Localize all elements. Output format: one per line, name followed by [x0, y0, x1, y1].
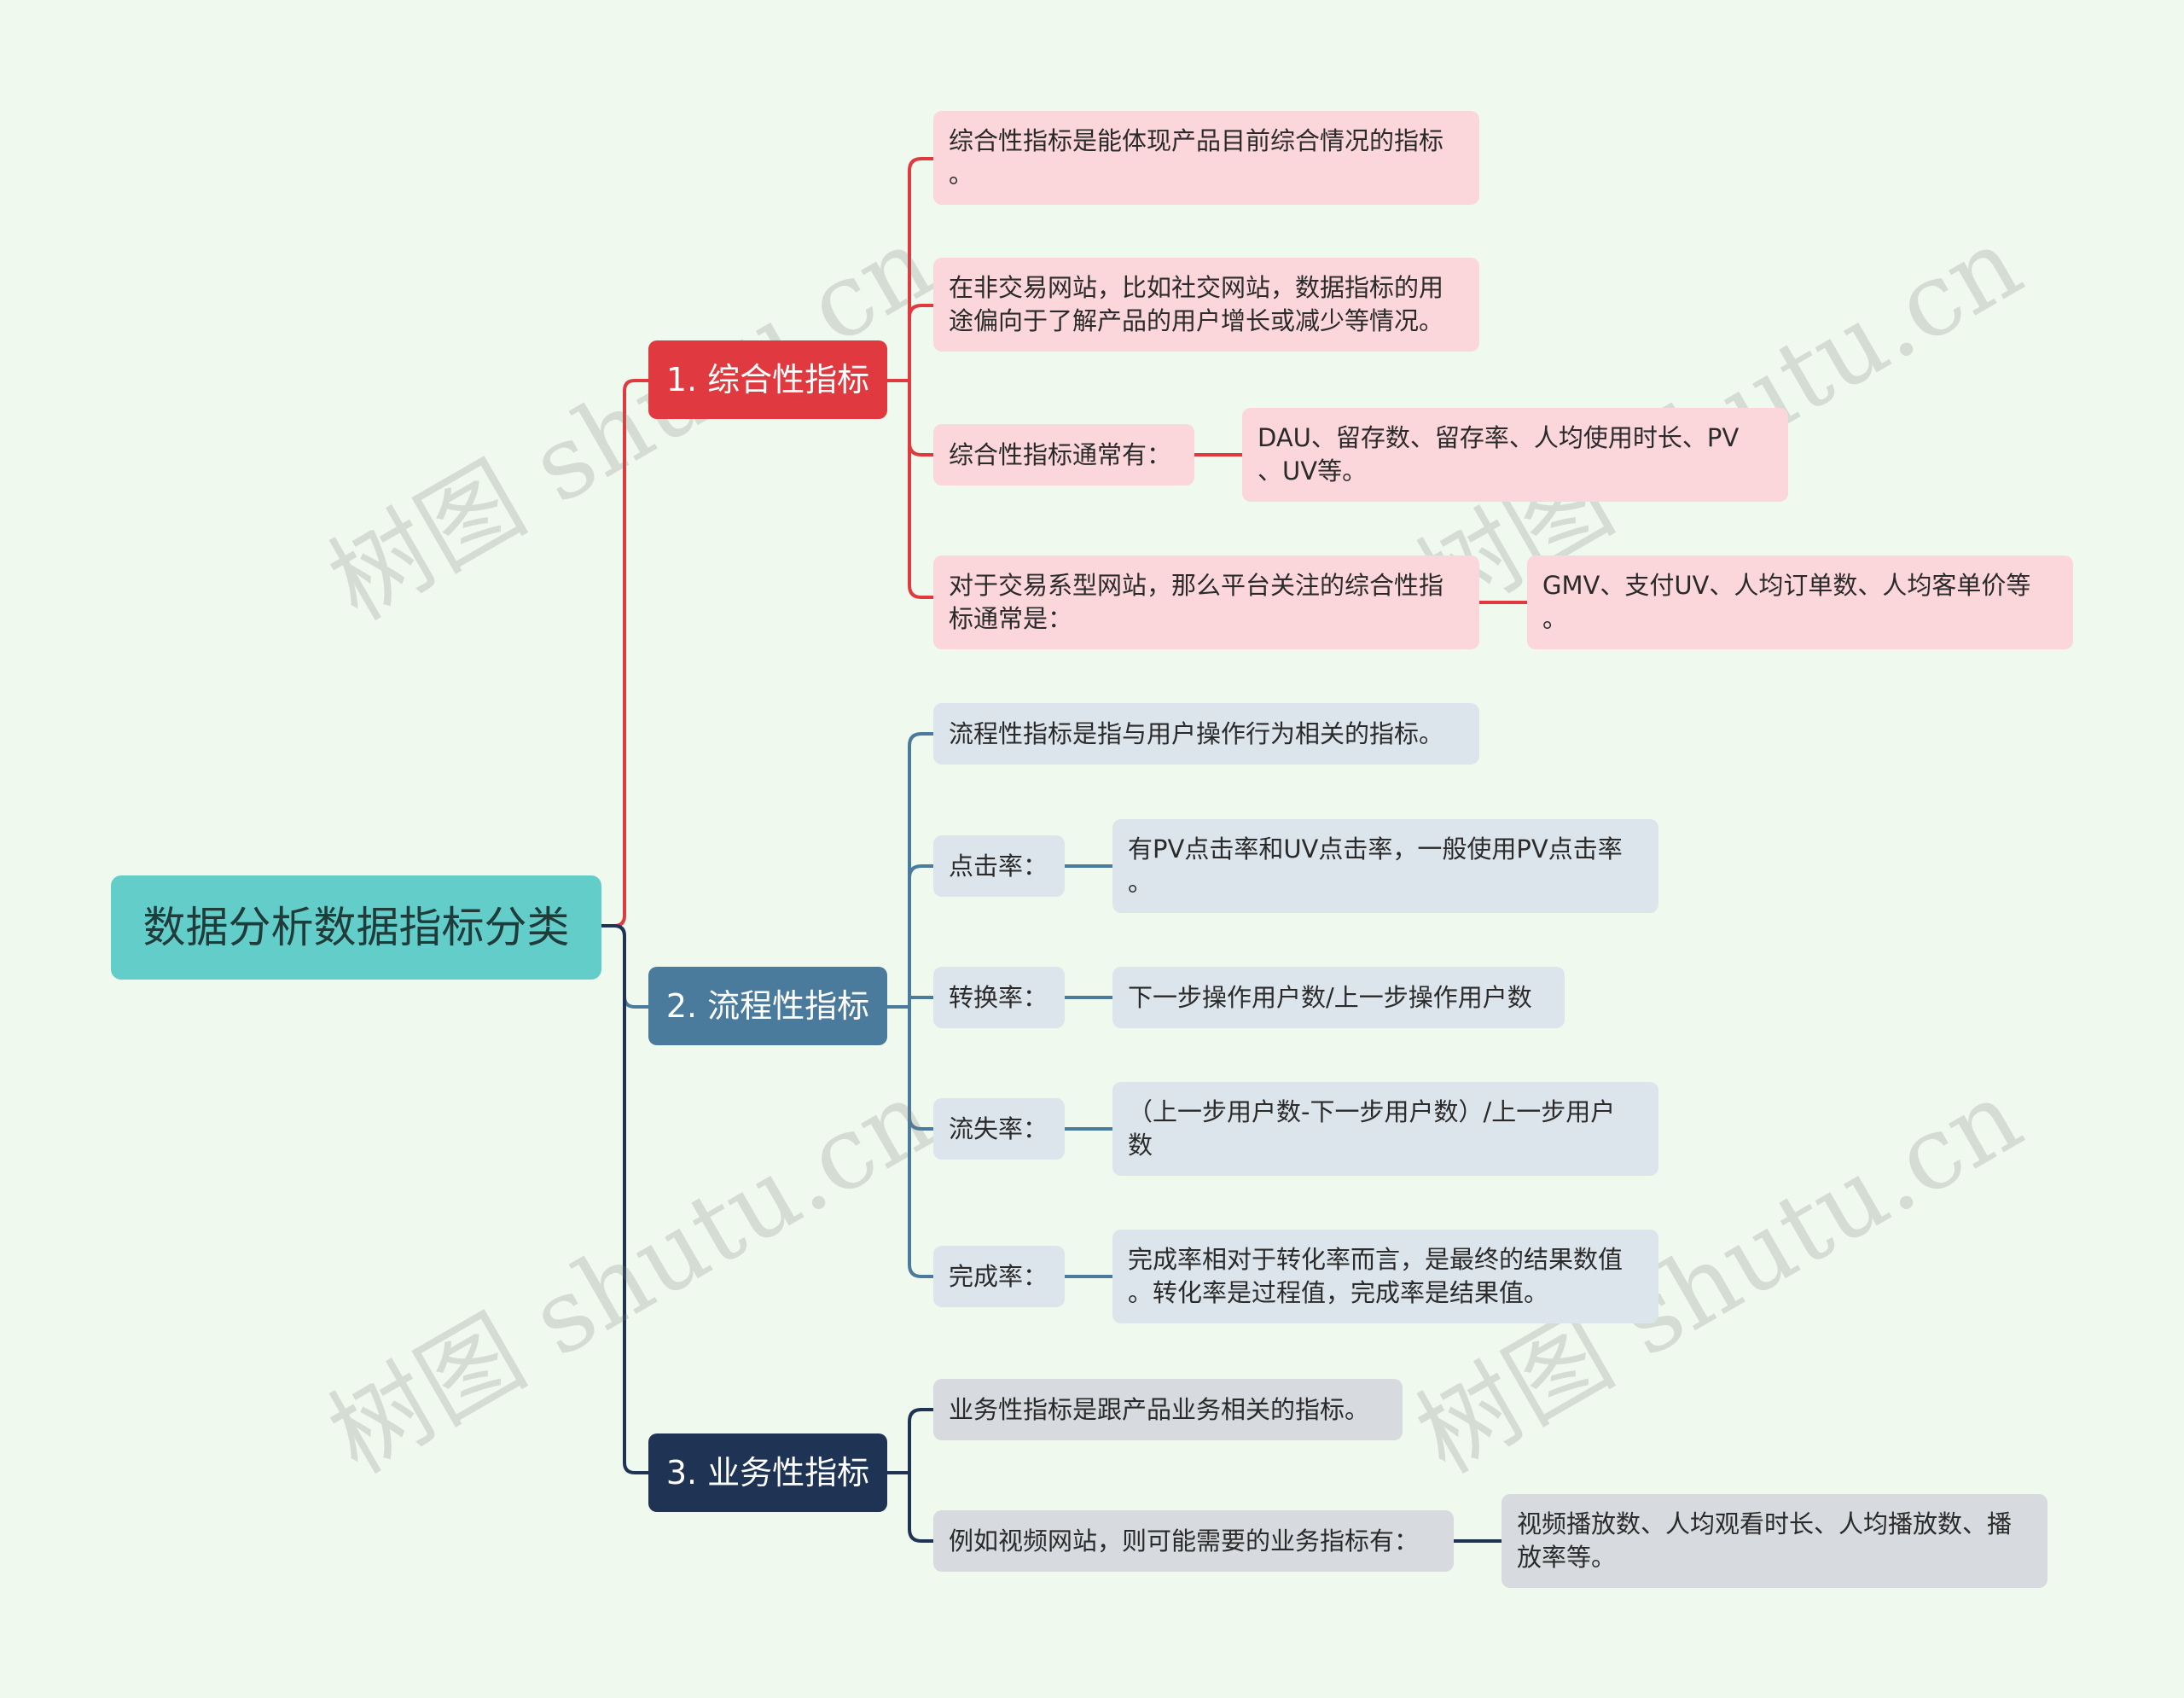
connector-b2-c4: [908, 1116, 933, 1131]
connector-b2-c2: [908, 864, 933, 879]
connector-b1-c4: [908, 584, 933, 599]
connector-root-branch1: [601, 379, 648, 928]
leaf-node[interactable]: 综合性指标是能体现产品目前综合情况的指标 。: [933, 111, 1479, 205]
root-node[interactable]: 数据分析数据指标分类: [111, 875, 601, 980]
branch-node-comprehensive[interactable]: 1. 综合性指标: [648, 340, 887, 419]
connector-b2-c5: [908, 1264, 933, 1278]
connector-b1-c1: [908, 157, 933, 172]
leaf-node[interactable]: 流失率：: [933, 1098, 1065, 1160]
leaf-node[interactable]: 完成率：: [933, 1246, 1065, 1307]
connector-b1-c3: [908, 442, 933, 456]
detail-node[interactable]: 有PV点击率和UV点击率，一般使用PV点击率 。: [1112, 819, 1658, 913]
leaf-node[interactable]: 例如视频网站，则可能需要的业务指标有：: [933, 1510, 1454, 1572]
connector-b3-c1: [908, 1408, 933, 1422]
connector-b3-spine: [887, 1422, 911, 1529]
branch-node-business[interactable]: 3. 业务性指标: [648, 1433, 887, 1512]
leaf-node[interactable]: 点击率：: [933, 835, 1065, 897]
leaf-node[interactable]: 对于交易系型网站，那么平台关注的综合性指 标通常是：: [933, 555, 1479, 649]
detail-node[interactable]: GMV、支付UV、人均订单数、人均客单价等 。: [1527, 555, 2073, 649]
detail-node[interactable]: DAU、留存数、留存率、人均使用时长、PV 、UV等。: [1242, 408, 1788, 502]
leaf-node[interactable]: 在非交易网站，比如社交网站，数据指标的用 途偏向于了解产品的用户增长或减少等情况…: [933, 258, 1479, 352]
branch-node-process[interactable]: 2. 流程性指标: [648, 967, 887, 1045]
detail-node[interactable]: 视频播放数、人均观看时长、人均播放数、播 放率等。: [1502, 1494, 2048, 1588]
detail-node[interactable]: 完成率相对于转化率而言，是最终的结果数值 。转化率是过程值，完成率是结果值。: [1112, 1230, 1658, 1323]
connector-root-branch3: [601, 924, 648, 1474]
connector-b2-spine: [887, 746, 911, 1265]
leaf-node[interactable]: 综合性指标通常有：: [933, 424, 1194, 486]
leaf-node[interactable]: 转换率：: [933, 967, 1065, 1028]
detail-node[interactable]: （上一步用户数-下一步用户数）/上一步用户 数: [1112, 1082, 1658, 1176]
connector-b1-c2: [908, 304, 933, 318]
connector-b2-c1: [908, 732, 933, 747]
connector-b3-c2: [908, 1528, 933, 1543]
connector-b1-spine: [887, 171, 911, 585]
leaf-node[interactable]: 业务性指标是跟产品业务相关的指标。: [933, 1379, 1403, 1440]
leaf-node[interactable]: 流程性指标是指与用户操作行为相关的指标。: [933, 703, 1479, 765]
detail-node[interactable]: 下一步操作用户数/上一步操作用户数: [1112, 967, 1565, 1028]
